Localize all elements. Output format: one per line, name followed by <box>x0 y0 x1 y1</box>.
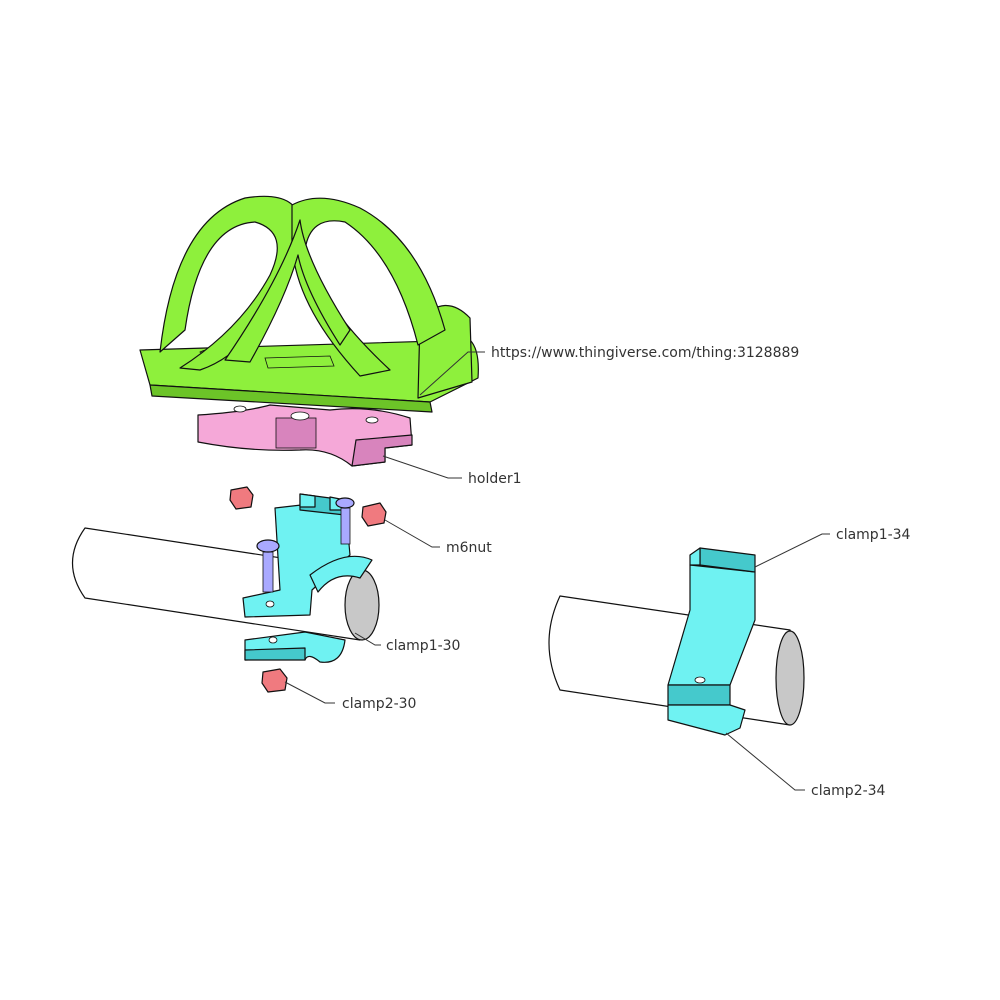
leader-m6nut <box>384 519 440 548</box>
leader-holder1 <box>382 455 462 479</box>
bottle-holder-part <box>139 195 479 413</box>
clamp1-30-label: clamp1-30 <box>386 638 460 654</box>
leader-clamp1-30 <box>354 632 381 646</box>
nut-top-left <box>229 486 254 510</box>
source-url-label: https://www.thingiverse.com/thing:312888… <box>491 345 799 361</box>
clamp2-34-label: clamp2-34 <box>811 783 886 799</box>
clamp2-34-part <box>667 704 746 736</box>
leader-url <box>419 351 485 396</box>
clamp1-34-label: clamp1-34 <box>836 527 911 543</box>
clamp2-30-part <box>244 631 346 663</box>
nut-top-right <box>361 502 387 527</box>
screw-left <box>256 539 280 593</box>
leader-clamp1-34 <box>754 533 830 568</box>
leader-clamp2-34 <box>725 732 805 791</box>
nut-bottom <box>261 668 288 693</box>
adapter-part-holder1 <box>197 404 413 467</box>
clamp1-34-part <box>667 547 756 706</box>
m6nut-label: m6nut <box>446 540 492 556</box>
leader-clamp2-30 <box>284 681 335 704</box>
clamp2-30-label: clamp2-30 <box>342 696 416 712</box>
holder1-label: holder1 <box>468 471 522 487</box>
screw-right <box>335 497 355 545</box>
leader-lines <box>284 351 830 791</box>
